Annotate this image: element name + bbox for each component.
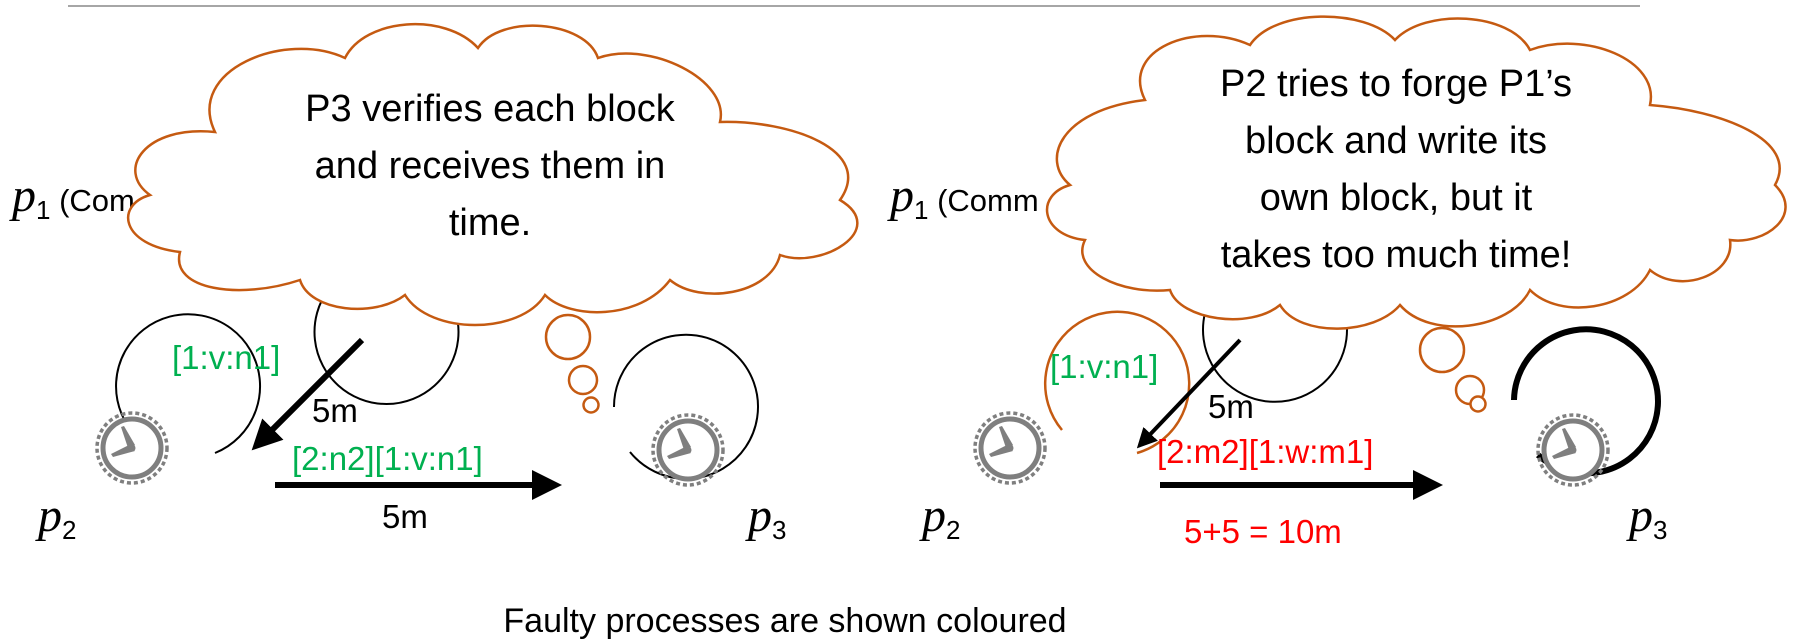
p1-process-circle [313, 289, 460, 405]
p2-faulty-process-circle [1043, 310, 1191, 455]
clock-icon [97, 413, 167, 483]
thought-cloud-icon: P2 tries to forge P1’s block and write i… [1045, 15, 1787, 413]
delay-p1-p2-label: 5m [312, 392, 358, 429]
msg-p2-p3-label: [2:n2][1:v:n1] [292, 440, 483, 477]
cloud-text-line: block and write its [1245, 120, 1547, 162]
msg-p1-p2-label: [1:v:n1] [172, 339, 280, 376]
p1-process-circle [1202, 289, 1348, 403]
delay-p2-p3-label: 5+5 = 10m [1184, 513, 1342, 550]
p2-process-circle [115, 313, 262, 454]
cloud-text-line: time. [449, 202, 531, 244]
thought-cloud-icon: P3 verifies each block and receives them… [126, 22, 859, 414]
p1-commander-label: p1 (Com [9, 169, 135, 225]
p2-label: p2 [35, 489, 76, 545]
cloud-text-line: and receives them in [315, 145, 666, 187]
delay-p2-p3-label: 5m [382, 498, 428, 535]
left-panel: [1:v:n1] 5m [2:n2][1:v:n1] 5m p1 (Com p2… [9, 22, 859, 545]
clock-icon [975, 413, 1045, 483]
p1-commander-label: p1 (Comm [887, 169, 1039, 225]
msg-p1-p2-label: [1:v:n1] [1050, 348, 1158, 385]
delay-p1-p2-label: 5m [1208, 388, 1254, 425]
arrow-icon [251, 337, 365, 451]
p3-label: p3 [1626, 489, 1667, 545]
cloud-text-line: takes too much time! [1221, 234, 1572, 276]
caption: Faulty processes are shown coloured [503, 602, 1066, 640]
p2-label: p2 [919, 489, 960, 545]
cloud-text-line: own block, but it [1260, 177, 1533, 219]
arrow-icon [1136, 338, 1242, 449]
p3-label: p3 [745, 489, 786, 545]
msg-p2-p3-label: [2:m2][1:w:m1] [1157, 433, 1373, 470]
cloud-text-line: P2 tries to forge P1’s [1220, 63, 1572, 105]
right-panel: [1:v:n1] 5m [2:m2][1:w:m1] 5+5 = 10m p1 … [887, 15, 1787, 550]
cloud-text-line: P3 verifies each block [305, 88, 676, 130]
